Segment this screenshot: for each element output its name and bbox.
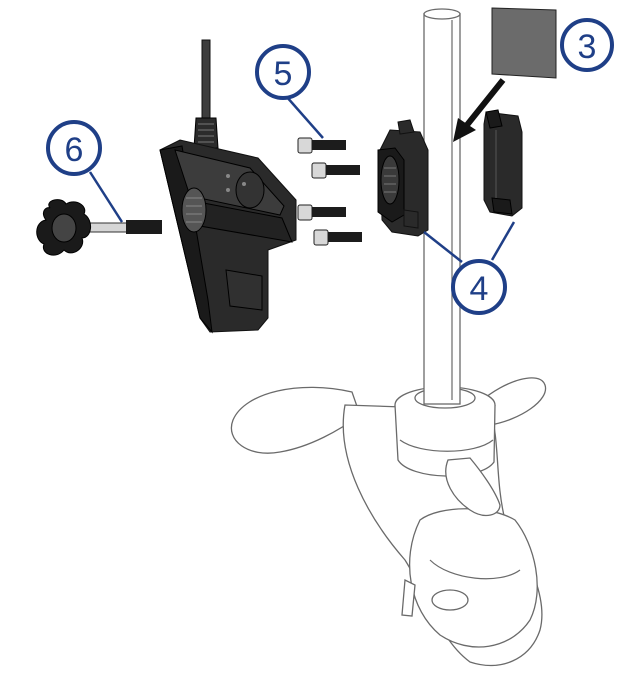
leader-5 xyxy=(285,95,324,139)
part-4-shaft-mount xyxy=(377,109,523,263)
skeg xyxy=(401,578,416,617)
callout-6: 6 xyxy=(46,120,102,176)
trolling-motor xyxy=(230,8,547,667)
screw-4 xyxy=(313,229,362,246)
leader-6 xyxy=(88,171,124,223)
callout-3: 3 xyxy=(560,18,614,72)
callout-4-label: 4 xyxy=(470,270,489,308)
motor-bracket xyxy=(445,457,501,517)
shaft-collar xyxy=(394,404,496,477)
callout-5-label: 5 xyxy=(274,55,293,93)
part-6-knob-bolt xyxy=(36,199,162,256)
screw-2 xyxy=(311,162,360,179)
callout-3-label: 3 xyxy=(578,28,597,66)
shaft-top xyxy=(423,8,461,20)
propeller-blade-right xyxy=(479,377,547,426)
callout-4: 4 xyxy=(451,259,507,315)
cable-strain-relief xyxy=(193,117,219,149)
transducer xyxy=(159,39,297,334)
part-3-adhesive-pad xyxy=(453,7,557,142)
part-3-arrow-icon xyxy=(453,118,476,142)
callout-5: 5 xyxy=(255,44,311,100)
propeller-blade-left xyxy=(230,386,361,454)
screw-3 xyxy=(297,204,346,221)
motor-shaft xyxy=(423,13,461,405)
screw-1 xyxy=(297,137,346,154)
part-5-screws xyxy=(297,137,362,246)
callout-6-label: 6 xyxy=(65,131,84,169)
